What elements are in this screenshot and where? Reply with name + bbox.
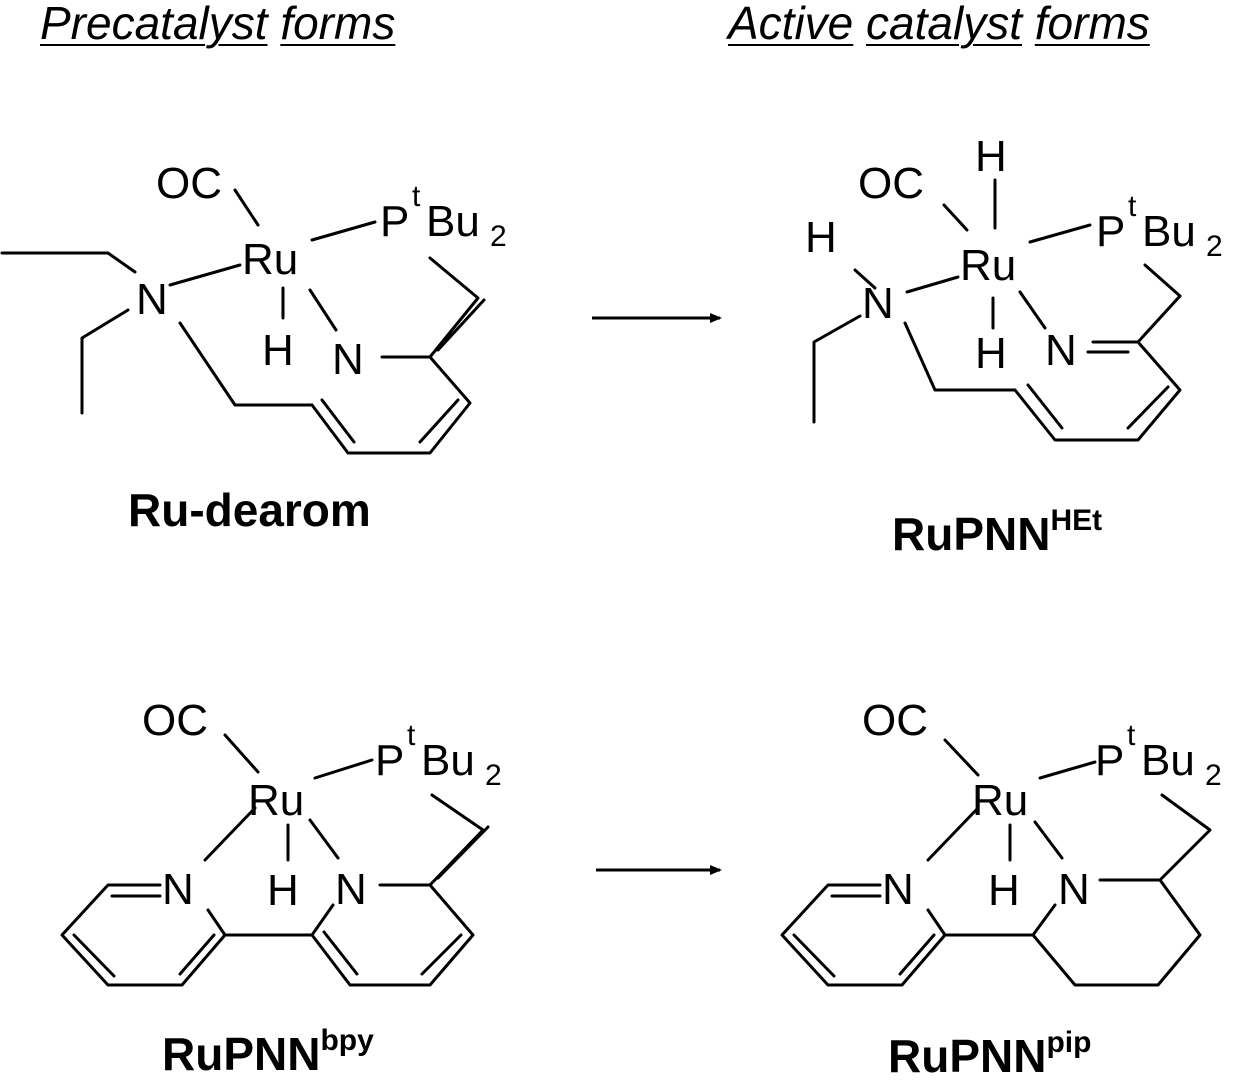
atom-t: t [1127, 719, 1136, 752]
atom-n-pyridine: N [1045, 326, 1077, 375]
structure-rupnn-het: OC H Ru P t Bu 2 H N H N [805, 132, 1223, 442]
atom-ru: Ru [972, 776, 1028, 825]
atom-h-hydride: H [988, 866, 1020, 915]
atom-p: P [1095, 736, 1124, 785]
atom-sub-2: 2 [1206, 230, 1223, 263]
atom-bu: Bu [421, 736, 475, 785]
atom-sub-2: 2 [490, 220, 507, 253]
structure-rupnn-pip: OC Ru P t Bu 2 N H N [780, 696, 1222, 987]
atom-bu: Bu [1142, 207, 1196, 256]
atom-n-amine: N [136, 275, 168, 324]
structure-ru-dearom: OC Ru P t Bu 2 N H N [0, 159, 507, 455]
atom-h-amine: H [805, 213, 837, 262]
label-rupnn-bpy: RuPNNbpy [162, 1024, 374, 1081]
atom-p: P [1096, 207, 1125, 256]
label-rupnn-pip: RuPNNpip [888, 1026, 1092, 1083]
atom-oc: OC [858, 159, 924, 208]
bonds-rupnn-bpy [60, 733, 490, 987]
atom-n-pyridine: N [882, 865, 914, 914]
atom-n-pyridine-left: N [162, 865, 194, 914]
atom-p: P [375, 736, 404, 785]
atom-ru: Ru [242, 235, 298, 284]
structure-rupnn-bpy: OC Ru P t Bu 2 N H N [60, 696, 502, 987]
atom-t: t [407, 719, 416, 752]
label-ru-dearom: Ru-dearom [128, 484, 371, 536]
atom-n-piperidine: N [1058, 865, 1090, 914]
atom-n-pyridine-right: N [335, 865, 367, 914]
heading-precatalyst-forms: Precatalyst forms [40, 0, 396, 49]
atom-ru: Ru [248, 776, 304, 825]
atom-n-pyridine: N [332, 335, 364, 384]
atom-sub-2: 2 [1205, 759, 1222, 792]
atom-t: t [1128, 190, 1137, 223]
atom-ru: Ru [960, 241, 1016, 290]
atom-oc: OC [862, 696, 928, 745]
atom-p: P [380, 197, 409, 246]
bonds-ru-dearom [0, 188, 486, 455]
atom-h-hydride: H [975, 329, 1007, 378]
atom-bu: Bu [426, 197, 480, 246]
atom-h-hydride: H [267, 866, 299, 915]
atom-oc: OC [142, 696, 208, 745]
atom-sub-2: 2 [485, 759, 502, 792]
label-rupnn-het: RuPNNHEt [892, 504, 1103, 561]
atom-t: t [412, 180, 421, 213]
atom-h-hydride: H [262, 326, 294, 375]
bonds-rupnn-het [812, 178, 1182, 442]
atom-n-amine: N [862, 279, 894, 328]
atom-oc: OC [156, 159, 222, 208]
atom-h-apical: H [975, 132, 1007, 181]
bonds-rupnn-pip [780, 738, 1212, 987]
atom-bu: Bu [1141, 736, 1195, 785]
heading-active-catalyst-forms: Active catalyst forms [728, 0, 1150, 49]
